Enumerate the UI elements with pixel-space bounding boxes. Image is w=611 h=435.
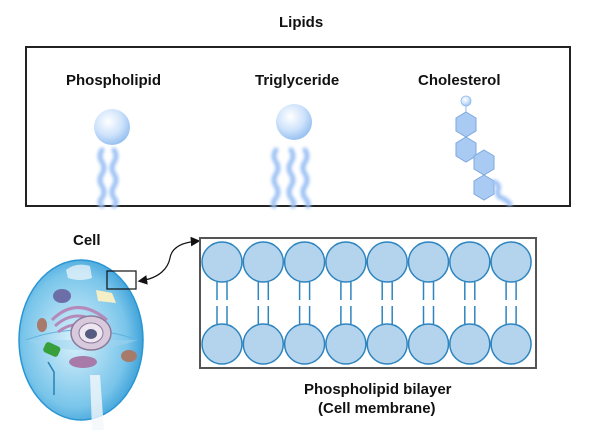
inner-head: [490, 323, 532, 365]
outer-head: [490, 241, 532, 283]
triglyceride-icon: [270, 104, 312, 209]
phospholipid-bilayer: [201, 241, 532, 365]
outer-head: [449, 241, 491, 283]
label-cholesterol: Cholesterol: [418, 72, 501, 89]
label-phospholipid: Phospholipid: [66, 72, 161, 89]
outer-head: [325, 241, 367, 283]
label-cell: Cell: [73, 232, 101, 249]
inner-head: [366, 323, 408, 365]
caption-bilayer-line2: (Cell membrane): [318, 400, 436, 417]
inner-head: [242, 323, 285, 365]
title-lipids: Lipids: [279, 14, 324, 31]
outer-head: [201, 241, 243, 283]
outer-head: [407, 241, 450, 283]
inner-head: [201, 323, 243, 365]
cell-membrane-zoom-box: [106, 270, 137, 290]
outer-head: [242, 241, 285, 283]
caption-bilayer-line1: Phospholipid bilayer: [304, 381, 452, 398]
zoom-connector-arrow: [137, 236, 201, 285]
inner-head: [283, 323, 326, 365]
lipids-frame: [25, 46, 571, 207]
cholesterol-icon: [455, 95, 513, 207]
bilayer-frame: [199, 237, 537, 369]
phospholipid-icon: [94, 109, 130, 209]
label-triglyceride: Triglyceride: [255, 72, 340, 89]
inner-head: [407, 323, 450, 365]
cell-illustration: [18, 259, 144, 430]
outer-head: [366, 241, 408, 283]
inner-head: [449, 323, 491, 365]
outer-head: [283, 241, 326, 283]
inner-head: [325, 323, 367, 365]
